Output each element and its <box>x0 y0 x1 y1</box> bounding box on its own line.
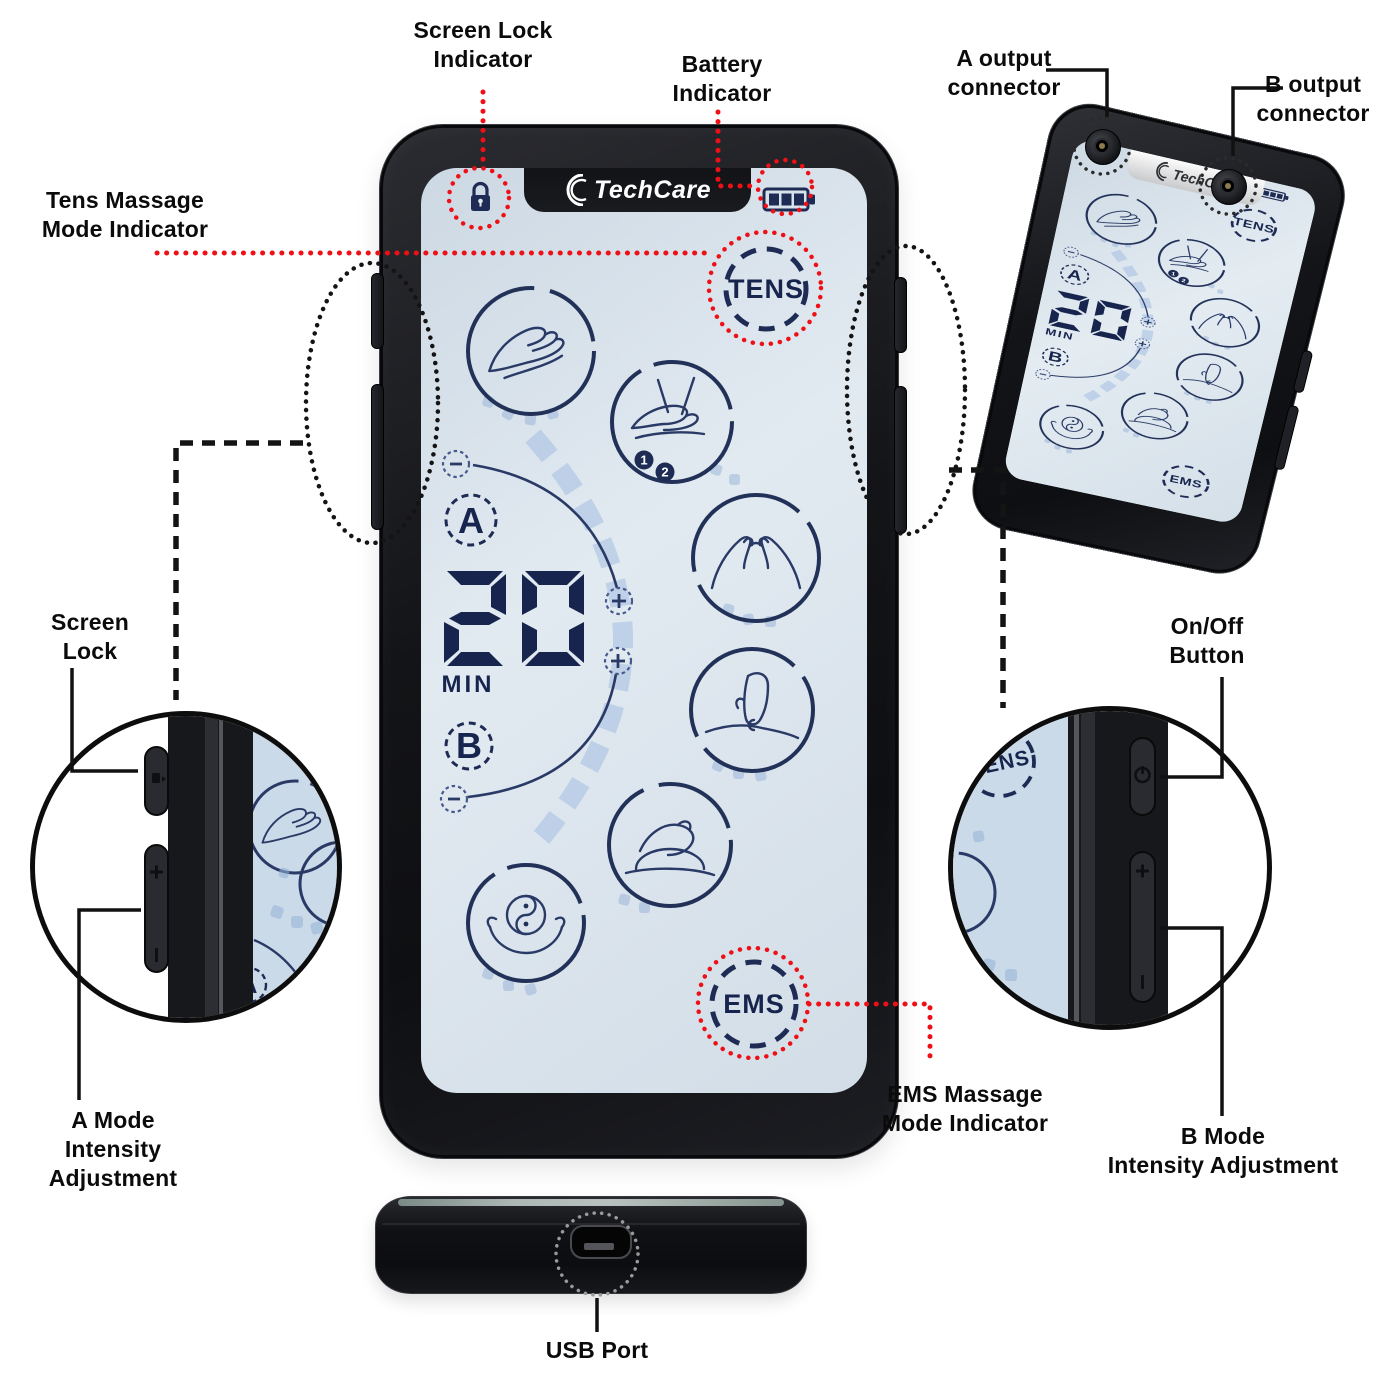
label-tens-mode-indicator: Tens Massage Mode Indicator <box>30 186 220 244</box>
a-output-jack-pin <box>1099 143 1105 149</box>
label-on-off-button: On/Off Button <box>1102 612 1312 670</box>
a-intensity-rocker <box>371 384 384 530</box>
label-battery-indicator: Battery Indicator <box>622 50 822 108</box>
zoom-a-intensity-rocker <box>145 845 168 972</box>
label-a-output-connector: A output connector <box>904 44 1104 102</box>
zoom-circle-screen-lock: A <box>30 711 342 1023</box>
device-screen: TechCare <box>421 168 867 1093</box>
angled-on-off-button <box>1292 350 1313 394</box>
b-intensity-rocker <box>894 386 907 534</box>
label-b-output-connector: B output connector <box>1233 70 1393 128</box>
screen-lock-button <box>371 273 384 349</box>
on-off-button <box>894 277 907 353</box>
label-screen-lock: Screen Lock <box>10 608 170 666</box>
label-usb-port: USB Port <box>497 1336 697 1365</box>
zoom-b-intensity-rocker <box>1130 852 1155 1002</box>
brand-logo: TechCare <box>594 176 711 205</box>
label-screen-lock-indicator: Screen Lock Indicator <box>383 16 583 74</box>
angled-b-intensity-rocker <box>1273 405 1299 471</box>
label-a-mode: A Mode Intensity Adjustment <box>0 1106 228 1193</box>
brand-swoosh-icon <box>1153 160 1172 182</box>
usb-port <box>570 1225 632 1259</box>
top-notch: TechCare <box>524 168 751 212</box>
b-output-jack-pin <box>1225 183 1231 189</box>
label-ems-mode-indicator: EMS Massage Mode Indicator <box>850 1080 1080 1138</box>
connector-left-zoom <box>176 443 303 700</box>
device-front-view: 20 TechCare <box>379 124 899 1159</box>
brand-swoosh-icon <box>564 174 590 206</box>
zoom-screen-lock-button <box>145 747 168 815</box>
angled-device-screen: TechCare <box>1002 137 1319 525</box>
device-angled-view: TechCare <box>965 95 1354 581</box>
usb-tongue <box>584 1243 614 1250</box>
zoom-on-off-button <box>1130 738 1155 815</box>
label-b-mode: B Mode Intensity Adjustment <box>1088 1122 1358 1180</box>
zoom-circle-on-off: TENS <box>948 706 1272 1030</box>
screen-glass-edge <box>398 1199 784 1206</box>
device-bottom-view <box>375 1196 807 1294</box>
